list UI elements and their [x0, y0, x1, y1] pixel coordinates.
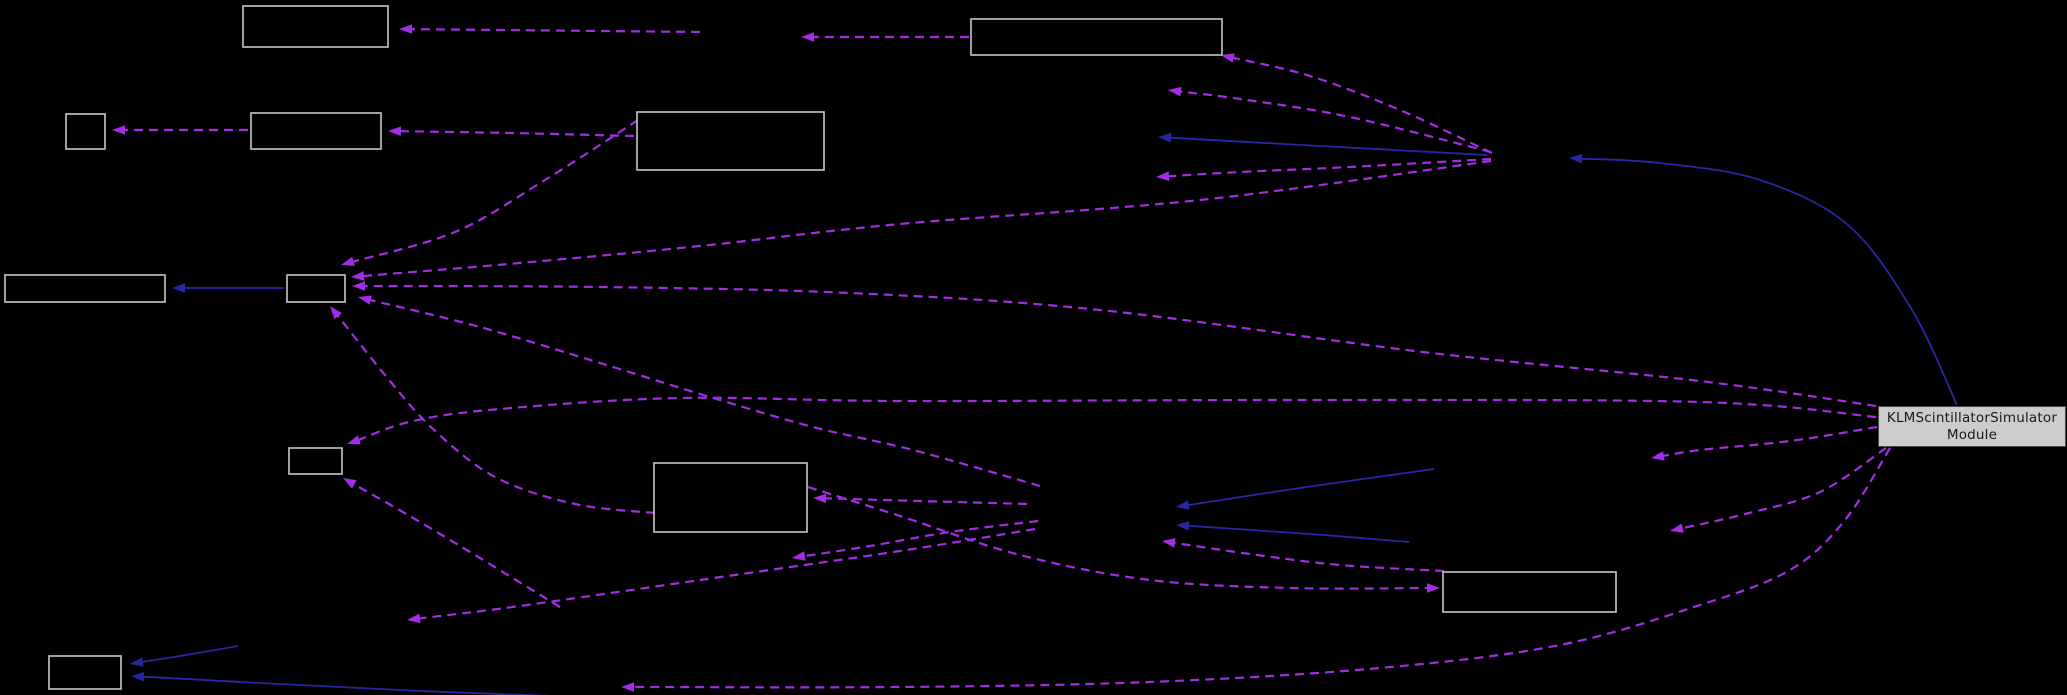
arrowhead-icon [1168, 86, 1182, 97]
arrowhead-icon [1158, 132, 1172, 143]
edge-dashed-5 [1230, 56, 1493, 154]
arrowhead-icon [621, 682, 634, 692]
node-2[interactable] [970, 18, 1223, 56]
arrowhead-icon [343, 478, 357, 489]
arrowhead-icon [347, 435, 361, 445]
node-4[interactable] [250, 112, 382, 150]
arrowhead-icon [1176, 500, 1190, 510]
edge-dashed-15 [807, 485, 1431, 590]
edge-solid-29 [140, 675, 552, 695]
arrowhead-icon [131, 671, 145, 682]
module-node[interactable]: KLMScintillatorSimulator Module [1878, 406, 2066, 447]
arrowhead-icon [1176, 521, 1190, 531]
edge-solid-26 [1185, 468, 1435, 507]
edge-dashed-14 [822, 497, 1028, 506]
arrowhead-icon [1569, 153, 1583, 164]
node-6[interactable] [4, 274, 166, 303]
arrowhead-icon [801, 32, 814, 42]
module-node-label-line1: KLMScintillatorSimulator [1886, 409, 2058, 426]
edge-dashed-21 [1679, 447, 1887, 530]
edge-dashed-16 [1171, 541, 1445, 573]
edge-dashed-22 [1165, 157, 1492, 178]
arrowhead-icon [330, 306, 342, 320]
arrowhead-icon [399, 24, 413, 34]
node-1[interactable] [242, 5, 389, 48]
edge-solid-24 [1578, 157, 1958, 406]
edge-solid-28 [139, 645, 239, 664]
node-9[interactable] [653, 462, 808, 533]
arrowhead-icon [1670, 523, 1684, 533]
arrowhead-icon [351, 271, 365, 281]
arrowhead-icon [1651, 451, 1665, 461]
arrowhead-icon [1156, 171, 1170, 182]
node-8[interactable] [288, 447, 343, 475]
edge-dashed-19 [630, 447, 1891, 689]
arrowhead-icon [358, 295, 372, 305]
edge-dashed-20 [1660, 425, 1878, 458]
edge-dashed-6 [1177, 90, 1492, 154]
edge-dashed-13 [351, 481, 561, 608]
edge-dashed-8 [361, 284, 1877, 408]
arrowhead-icon [1221, 53, 1235, 63]
arrowhead-icon [172, 283, 185, 293]
arrowhead-icon [813, 493, 827, 504]
node-7[interactable] [286, 274, 346, 303]
node-3[interactable] [65, 113, 106, 150]
node-10[interactable] [1442, 571, 1617, 613]
arrowhead-icon [407, 613, 421, 624]
node-5[interactable] [636, 111, 825, 171]
edge-dashed-17 [416, 527, 1036, 620]
arrowhead-icon [1427, 583, 1440, 593]
edge-dashed-12 [356, 396, 1877, 442]
edge-solid-27 [1185, 524, 1410, 543]
edge-dashed-1 [408, 27, 701, 34]
edge-dashed-7 [360, 159, 1492, 278]
arrowhead-icon [352, 281, 366, 291]
edge-solid-25 [1167, 136, 1488, 156]
arrowhead-icon [341, 256, 355, 266]
arrowhead-icon [112, 125, 125, 135]
arrowhead-icon [1162, 538, 1176, 548]
arrowhead-icon [792, 551, 806, 561]
edge-dashed-18 [801, 519, 1039, 558]
edge-dashed-4 [397, 130, 635, 138]
node-11[interactable] [48, 655, 122, 690]
edge-dashed-10 [350, 119, 639, 264]
arrowhead-icon [130, 657, 144, 667]
edge-dashed-9 [367, 298, 1041, 488]
arrowhead-icon [388, 126, 402, 137]
edge-dashed-11 [335, 313, 656, 515]
module-node-label-line2: Module [1946, 426, 1998, 443]
